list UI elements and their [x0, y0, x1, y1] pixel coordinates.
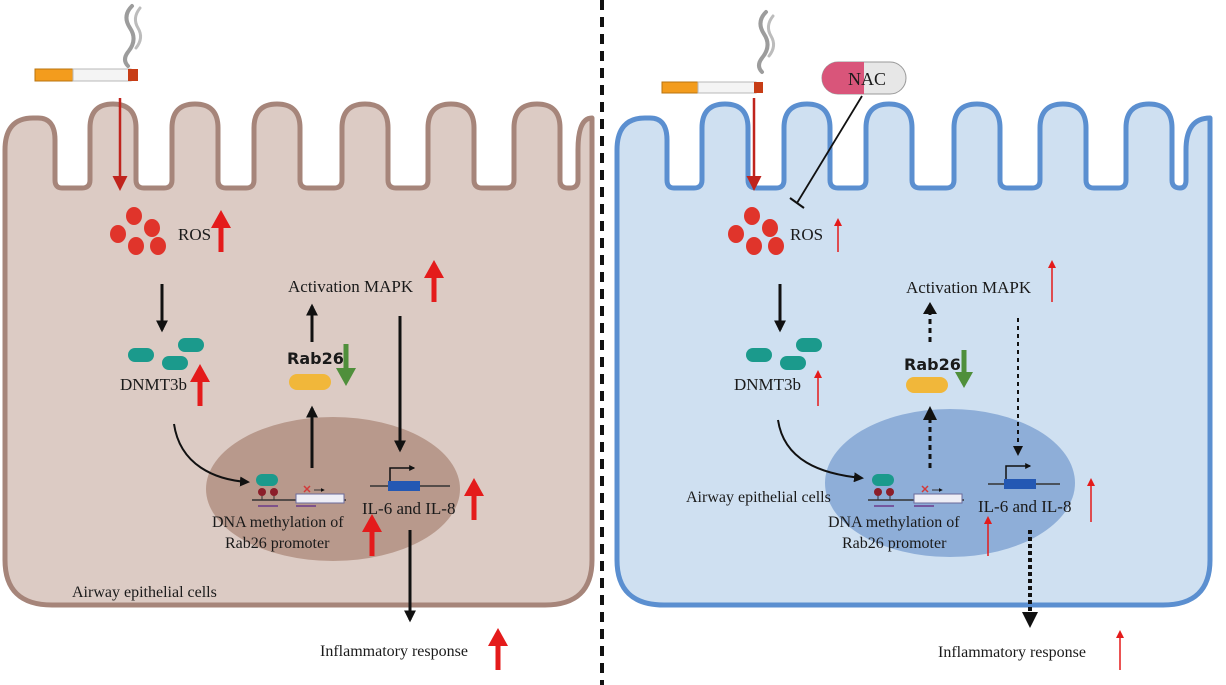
right-il-label: IL-6 and IL-8 [978, 497, 1071, 516]
right-dnmt3b-up-arrow-icon [814, 370, 822, 406]
left-cell-label: Airway epithelial cells [72, 584, 217, 601]
left-gene-icon [370, 465, 450, 491]
left-rab26-label: Rab26 [287, 349, 344, 368]
left-nucleus [206, 417, 460, 561]
right-ros-up-arrow-icon [834, 218, 842, 252]
right-gene-icon [988, 463, 1060, 489]
right-dnmt3b-icon [746, 338, 822, 370]
left-promoter-icon [252, 474, 346, 507]
right-il-up-arrow-icon [1087, 478, 1095, 522]
left-il-up-arrow-icon [464, 478, 484, 520]
left-panel: ROS DNMT3b Activation MAPK Rab26 [2, 4, 595, 670]
nac-label: NAC [848, 69, 886, 89]
left-methylation-line2: Rab26 promoter [225, 535, 330, 552]
right-methylation-up-arrow-icon [984, 516, 992, 556]
left-dnmt3b-icon [128, 338, 204, 370]
right-mapk-up-arrow-icon [1048, 260, 1056, 302]
right-methylation-line1: DNA methylation of [828, 514, 960, 531]
right-response-label: Inflammatory response [938, 644, 1086, 661]
left-dnmt3b-label: DNMT3b [120, 375, 187, 394]
left-mapk-label: Activation MAPK [288, 277, 414, 296]
left-rab26-down-arrow-icon [336, 344, 356, 386]
left-response-up-arrow-icon [488, 628, 508, 670]
right-rab26-icon [906, 377, 948, 393]
right-ros-label: ROS [790, 225, 823, 244]
left-methylation-up-arrow-icon [362, 514, 382, 556]
left-mapk-up-arrow-icon [424, 260, 444, 302]
left-methylation-line1: DNA methylation of [212, 514, 344, 531]
right-nucleus [825, 409, 1075, 557]
left-ros-label: ROS [178, 225, 211, 244]
right-dnmt3b-label: DNMT3b [734, 375, 801, 394]
right-cell-label: Airway epithelial cells [686, 489, 831, 506]
left-cigarette-icon [34, 4, 143, 82]
right-cigarette-icon [661, 10, 776, 94]
right-response-up-arrow-icon [1116, 630, 1124, 670]
right-methylation-line2: Rab26 promoter [842, 535, 947, 552]
right-promoter-icon [868, 474, 964, 507]
left-ros-up-arrow-icon [211, 210, 231, 252]
left-ros-icon [110, 207, 166, 255]
nac-capsule-icon [821, 61, 907, 95]
left-il-label: IL-6 and IL-8 [362, 499, 455, 518]
right-ros-icon [728, 207, 784, 255]
right-panel: NAC ROS DNMT3b Activation MAP [614, 10, 1213, 670]
left-dnmt3b-up-arrow-icon [190, 364, 210, 406]
left-rab26-icon [289, 374, 331, 390]
right-mapk-label: Activation MAPK [906, 278, 1032, 297]
left-response-label: Inflammatory response [320, 643, 468, 660]
right-rab26-label: Rab26 [904, 355, 961, 374]
right-rab26-down-arrow-icon [955, 350, 973, 388]
